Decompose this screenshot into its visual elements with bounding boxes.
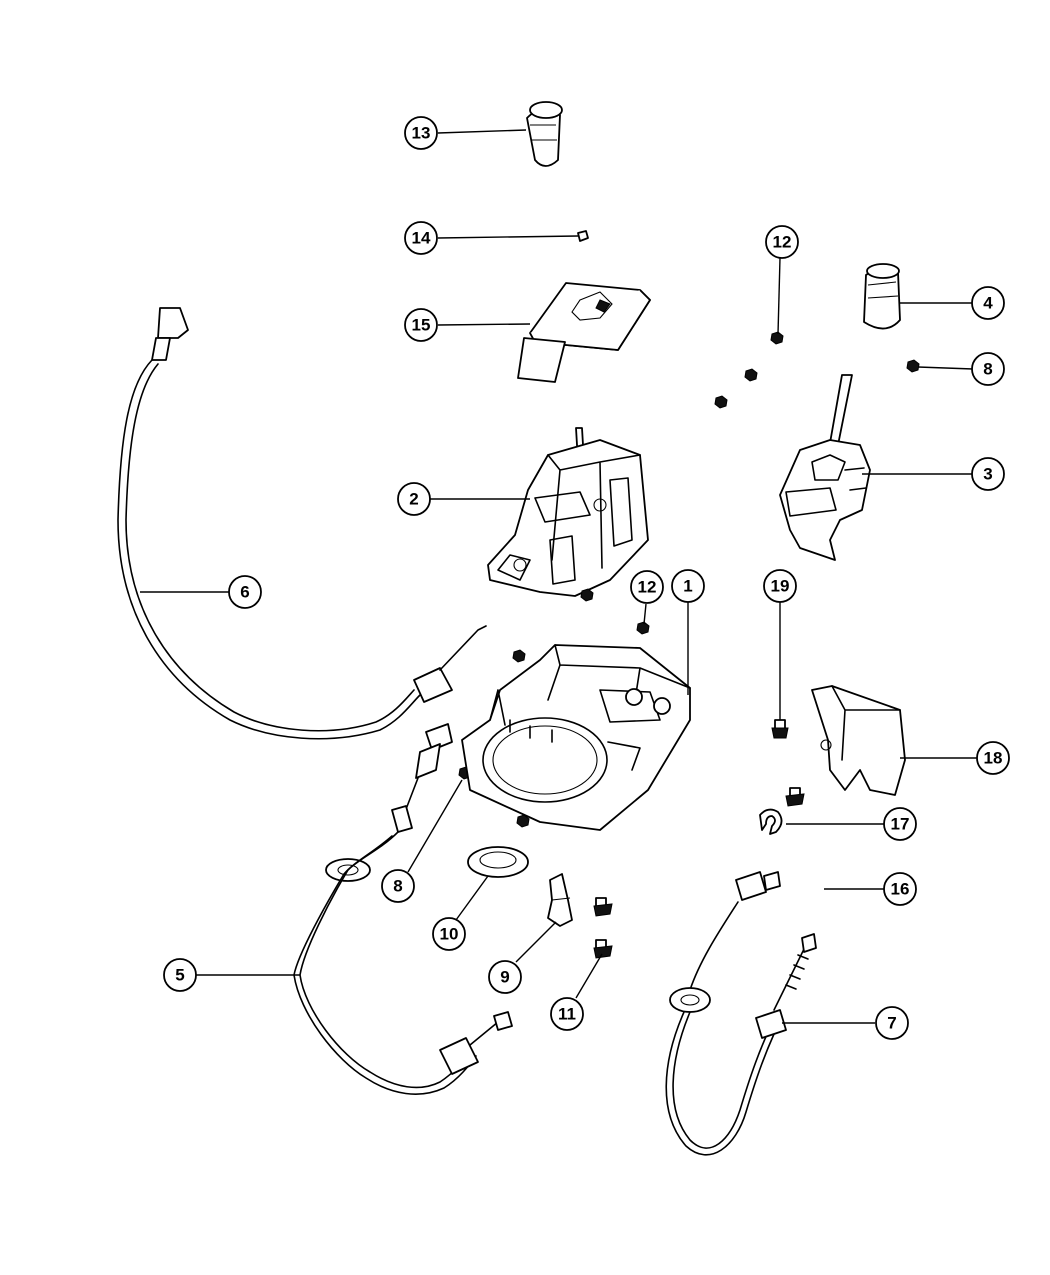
clip-part-14	[577, 230, 589, 242]
callout-18-label: 18	[984, 749, 1003, 768]
shifter-assembly-part-2	[487, 427, 649, 597]
callout-12-top-label: 12	[773, 233, 792, 252]
callout-19: 19	[763, 569, 797, 603]
callout-1-label: 1	[683, 577, 692, 596]
cable-part-5	[293, 723, 513, 1095]
callout-8-right: 8	[971, 352, 1005, 386]
clip-part-17	[759, 808, 783, 835]
bracket-part-9	[547, 873, 573, 927]
callout-12-top: 12	[765, 225, 799, 259]
callout-2-label: 2	[409, 490, 418, 509]
cable-part-7	[665, 871, 817, 1156]
callout-9-label: 9	[500, 968, 509, 987]
callout-12-mid-label: 12	[638, 578, 657, 597]
callout-14-label: 14	[412, 229, 431, 248]
callout-10: 10	[432, 917, 466, 951]
callout-15-label: 15	[412, 316, 431, 335]
callout-8-right-label: 8	[983, 360, 992, 379]
callout-1: 1	[671, 569, 705, 603]
callout-17: 17	[883, 807, 917, 841]
callout-13: 13	[404, 116, 438, 150]
shifter-assembly-part-3	[779, 374, 871, 561]
callout-11: 11	[550, 997, 584, 1031]
bolts-part-11	[593, 897, 613, 959]
callout-12-mid: 12	[630, 570, 664, 604]
callout-15: 15	[404, 308, 438, 342]
callout-19-label: 19	[771, 577, 790, 596]
callout-13-label: 13	[412, 124, 431, 143]
shift-bezel-part-15	[517, 282, 651, 383]
bolts-part-19	[771, 719, 805, 807]
bracket-part-18	[811, 685, 906, 796]
callout-18: 18	[976, 741, 1010, 775]
callout-16: 16	[883, 872, 917, 906]
shift-knob-part-4	[863, 263, 901, 330]
grommet-part-10	[467, 846, 529, 878]
callout-7: 7	[875, 1006, 909, 1040]
cable-part-6	[117, 307, 487, 740]
callout-5-label: 5	[175, 966, 184, 985]
callout-3: 3	[971, 457, 1005, 491]
callout-3-label: 3	[983, 465, 992, 484]
callout-2: 2	[397, 482, 431, 516]
callout-4-label: 4	[983, 294, 993, 313]
callout-4: 4	[971, 286, 1005, 320]
callout-8-left: 8	[381, 869, 415, 903]
callout-5: 5	[163, 958, 197, 992]
callout-10-label: 10	[440, 925, 459, 944]
callout-8-left-label: 8	[393, 877, 402, 896]
callout-7-label: 7	[887, 1014, 896, 1033]
callout-6: 6	[228, 575, 262, 609]
shift-knob-part-13	[526, 101, 563, 167]
callout-11-label: 11	[558, 1005, 576, 1024]
callout-9: 9	[488, 960, 522, 994]
base-bracket-part-1	[461, 644, 691, 831]
callout-6-label: 6	[240, 583, 249, 602]
callout-14: 14	[404, 221, 438, 255]
callout-17-label: 17	[891, 815, 910, 834]
callout-16-label: 16	[891, 880, 910, 899]
